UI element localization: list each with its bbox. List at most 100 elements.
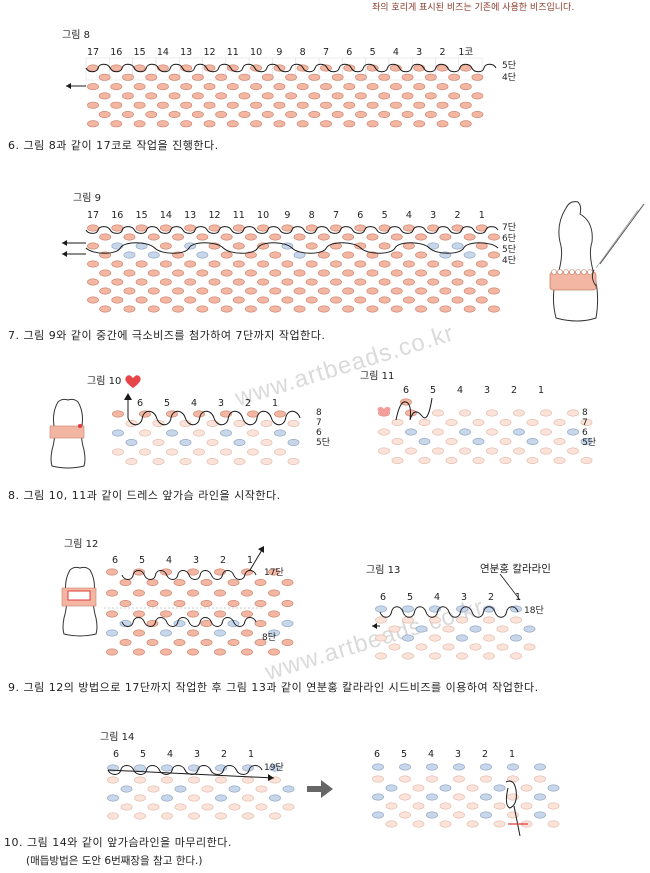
bead xyxy=(513,447,525,455)
bead xyxy=(215,776,227,784)
bead xyxy=(156,83,169,91)
bead xyxy=(191,92,204,100)
arrow-head-icon xyxy=(66,83,71,89)
bead xyxy=(553,437,566,445)
fig9-number-1: 16 xyxy=(111,210,123,221)
bead xyxy=(466,820,479,828)
bead xyxy=(469,643,482,651)
bead xyxy=(257,296,269,304)
bead xyxy=(366,233,379,241)
bead xyxy=(429,652,441,660)
bead xyxy=(317,251,330,259)
bead xyxy=(480,811,492,819)
bead xyxy=(390,251,403,259)
bead xyxy=(499,456,512,464)
bead xyxy=(269,287,282,295)
bead xyxy=(513,409,525,417)
bead xyxy=(159,278,172,286)
bead xyxy=(168,92,181,100)
bead xyxy=(520,784,533,792)
bead xyxy=(463,305,476,313)
fig11-number-5: 1 xyxy=(538,385,544,396)
bead xyxy=(520,802,533,810)
bead xyxy=(111,260,124,268)
bead xyxy=(98,111,111,119)
fig12-number-4: 2 xyxy=(220,555,226,566)
bead xyxy=(540,447,552,455)
bead xyxy=(214,589,226,597)
arrow-head-icon xyxy=(258,546,264,553)
bead xyxy=(375,634,387,642)
bead xyxy=(87,120,99,128)
bead xyxy=(87,83,99,91)
bead xyxy=(442,643,455,651)
bead xyxy=(172,287,184,295)
fig12-number-0: 6 xyxy=(112,555,118,566)
arrow-head-icon xyxy=(124,393,132,400)
bead xyxy=(250,83,262,91)
bead xyxy=(378,428,390,436)
fig13-number-3: 3 xyxy=(461,592,467,603)
bead xyxy=(412,784,425,792)
bead xyxy=(540,409,552,417)
bead xyxy=(580,456,593,464)
bead xyxy=(378,260,391,268)
bead xyxy=(293,287,306,295)
fig10-number-5: 1 xyxy=(272,398,278,409)
bead xyxy=(391,418,404,426)
fig8-number-8: 9 xyxy=(276,47,282,58)
bead xyxy=(196,287,209,295)
bead xyxy=(120,803,133,811)
bead xyxy=(459,428,471,436)
bead xyxy=(215,812,227,820)
bead xyxy=(269,305,282,313)
bead xyxy=(220,448,232,456)
bead xyxy=(436,101,449,109)
bead xyxy=(260,438,273,446)
bead xyxy=(320,120,332,128)
bead xyxy=(523,643,536,651)
fig12-thread-top xyxy=(121,570,257,580)
bead xyxy=(372,793,384,801)
fig9-number-9: 8 xyxy=(309,210,315,221)
bead xyxy=(261,111,274,119)
bead xyxy=(145,92,158,100)
bead xyxy=(260,457,273,465)
bead xyxy=(241,610,253,618)
bead xyxy=(499,418,512,426)
bead xyxy=(187,629,199,637)
fig14b-number-1: 5 xyxy=(401,749,407,760)
bead xyxy=(247,429,259,437)
fig13-number-0: 6 xyxy=(380,592,386,603)
bead xyxy=(426,763,438,771)
bead xyxy=(385,820,398,828)
bead xyxy=(112,429,124,437)
fig8-number-0: 17 xyxy=(87,47,99,58)
bead xyxy=(241,629,253,637)
bead xyxy=(133,589,145,597)
knot-loop xyxy=(505,780,517,809)
bead xyxy=(390,305,403,313)
fig12-thread-bottom xyxy=(121,617,257,627)
bead xyxy=(273,120,286,128)
bead xyxy=(160,568,172,576)
bead xyxy=(391,456,404,464)
bead xyxy=(483,652,495,660)
fig14b-number-4: 2 xyxy=(482,749,488,760)
bead xyxy=(415,251,427,259)
fig9-tier-2: 5단 xyxy=(502,244,516,255)
fig14-number-3: 3 xyxy=(194,749,200,760)
bead xyxy=(238,73,251,81)
bead xyxy=(488,233,500,241)
bead xyxy=(305,260,318,268)
bead xyxy=(399,793,411,801)
bead xyxy=(412,820,425,828)
bead xyxy=(547,784,560,792)
bead xyxy=(439,802,452,810)
fig8-number-14: 3 xyxy=(416,47,422,58)
bead xyxy=(343,101,356,109)
bead xyxy=(166,429,178,437)
fig11-tier-1: 7 xyxy=(582,418,588,428)
bead xyxy=(412,802,425,810)
bead xyxy=(227,578,240,586)
